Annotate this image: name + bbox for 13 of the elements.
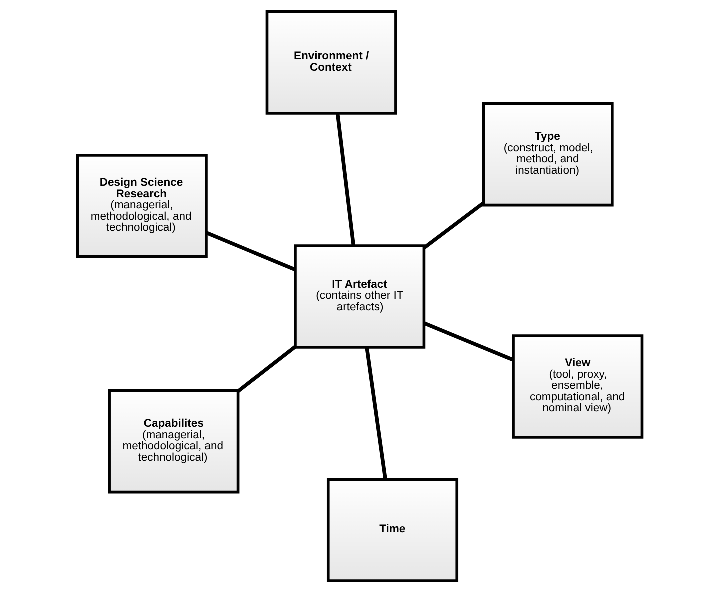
node-box: Design Science Research (managerial, methodological, and technological) [76,154,208,258]
node-box: Time [326,478,458,582]
connector [236,346,296,393]
node-box: IT Artefact (contains other IT artefacts) [294,244,426,349]
connector [423,322,514,362]
connector [364,347,387,480]
node-box: Capabilites (managerial, methodological, and technological) [108,389,240,494]
connector [422,202,484,250]
node-box: View (tool, proxy, ensemble, computational, and nominal view) [512,334,644,439]
connector [206,231,296,272]
node-box: Type (construct, model, method, and instantiation) [482,102,614,207]
node-box: Environment / Context [265,10,397,115]
connector [335,114,356,246]
